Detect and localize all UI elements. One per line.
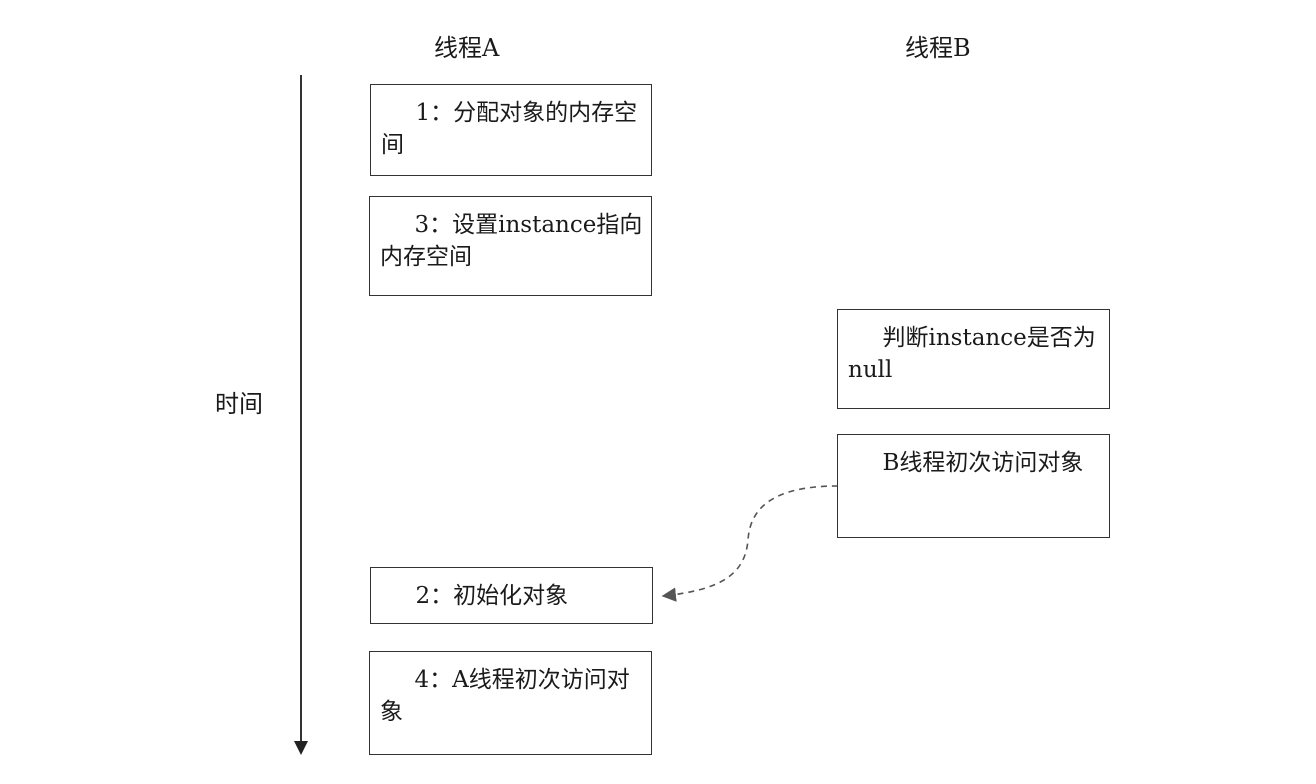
thread-b-header: 线程B	[905, 34, 971, 62]
thread-a-step-first-access: 4：A线程初次访问对象	[369, 651, 652, 755]
thread-b-step-check-null: 判断instance是否为null	[837, 309, 1110, 409]
time-label: 时间	[215, 390, 263, 418]
time-axis-arrowhead	[294, 741, 308, 755]
thread-b-step-first-access: B线程初次访问对象	[837, 434, 1110, 538]
dashed-arrow-b-to-a	[661, 485, 839, 602]
thread-a-step-allocate: 1：分配对象的内存空间	[370, 84, 652, 176]
thread-a-step-initialize: 2：初始化对象	[370, 567, 653, 624]
thread-a-step-set-instance: 3：设置instance指向内存空间	[369, 196, 652, 296]
thread-a-header: 线程A	[434, 34, 500, 62]
